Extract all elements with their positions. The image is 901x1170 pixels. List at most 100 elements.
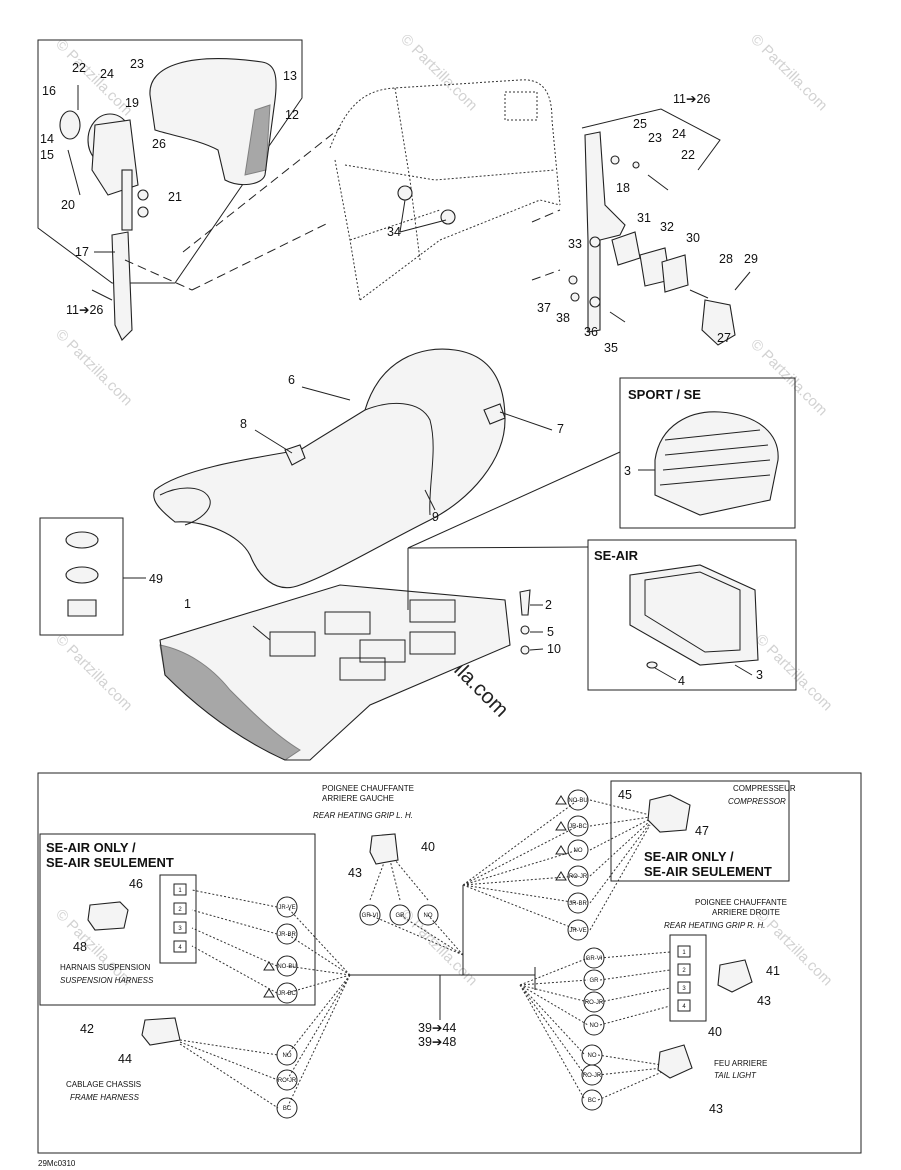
callout-33: 33 [568, 237, 582, 251]
warning-triangle-icon [555, 821, 567, 831]
bracket-assembly-right [568, 108, 751, 346]
label-grip-rh-fr1: POIGNEE CHAUFFANTE [695, 898, 787, 907]
wire-label: RO-JR [278, 1078, 297, 1084]
label-grip-lh-en: REAR HEATING GRIP L. H. [313, 811, 413, 820]
pin-label: 4 [178, 945, 182, 951]
box-sport-se [619, 377, 796, 529]
wires-tail [519, 984, 663, 1101]
warning-triangle-icon [555, 845, 567, 855]
wires-compressor [462, 799, 651, 931]
callout-31: 31 [637, 211, 651, 225]
wire-label: JR-VE [278, 905, 295, 911]
wire-label: NO [283, 1053, 292, 1059]
diagram-id: 29Mc0310 [38, 1159, 76, 1168]
wire-label: GR-VI [586, 956, 603, 962]
suspension-connector [87, 901, 129, 931]
part-49-stack [65, 531, 99, 617]
warning-triangle-icon [555, 871, 567, 881]
callouts: 1 2 3 3 4 5 6 7 8 9 10 11➔26 11➔26 12 13… [40, 57, 780, 1116]
wire-label: NO-BU [568, 798, 587, 804]
se-air-only-box-right [610, 780, 790, 882]
box-se-air [587, 539, 797, 691]
callout-27: 27 [717, 331, 731, 345]
wires-suspension [191, 889, 351, 994]
connectors [87, 794, 753, 1079]
callout-42: 42 [80, 1022, 94, 1036]
wire-label: GR [590, 978, 600, 984]
callout-20: 20 [61, 198, 75, 212]
wire-label: RO-JR [583, 1073, 602, 1079]
callout-36: 36 [584, 325, 598, 339]
warning-triangle-icon [555, 795, 567, 805]
sport-se-header: SPORT / SE [628, 387, 701, 402]
watermark: © Partzilla.com [752, 631, 835, 714]
wiring-labels: POIGNEE CHAUFFANTE ARRIERE GAUCHE REAR H… [60, 784, 796, 1102]
callout-6: 6 [288, 373, 295, 387]
wire-label: NO [424, 913, 433, 919]
wire-label: BC [588, 1098, 597, 1104]
grip-rh-connector [717, 959, 753, 993]
se-air-only-left-line1: SE-AIR ONLY / [46, 840, 136, 855]
grip-lh-connector [369, 833, 399, 865]
callout-24: 24 [672, 127, 686, 141]
watermark: © Partzilla.com [52, 631, 135, 714]
label-frame-en: FRAME HARNESS [70, 1093, 140, 1102]
pin-label: 4 [682, 1004, 686, 1010]
wire-label: GR-VI [362, 913, 379, 919]
wire-label: GR [396, 913, 406, 919]
callout-19: 19 [125, 96, 139, 110]
wire-label: NO-BU [277, 964, 296, 970]
wire-label: RO-JR [569, 874, 588, 880]
sport-se-seat-part [654, 411, 779, 516]
label-tail-fr: FEU ARRIERE [714, 1059, 767, 1068]
pin-label: 2 [682, 968, 686, 974]
bolt-part [519, 589, 531, 616]
watermark: © Partzilla.com [752, 906, 835, 989]
callout-9: 9 [432, 510, 439, 524]
se-air-header: SE-AIR [594, 548, 639, 563]
warning-triangle-icon [263, 988, 275, 998]
callout-28: 28 [719, 252, 733, 266]
callout-23: 23 [648, 131, 662, 145]
pin-label: 2 [178, 907, 182, 913]
wiring-trunk [350, 885, 536, 1020]
callout-leader [407, 451, 621, 549]
label-grip-rh-fr2: ARRIERE DROITE [712, 908, 780, 917]
label-grip-lh-fr1: POIGNEE CHAUFFANTE [322, 784, 414, 793]
callout-11-26: 11➔26 [673, 92, 710, 106]
callout-22: 22 [681, 148, 695, 162]
wire-bubbles-grip-lh: GR-VI GR NO [359, 904, 439, 926]
wires-grip-lh [369, 859, 464, 956]
warning-icons [263, 795, 567, 998]
callout-4: 4 [678, 674, 685, 688]
callout-25: 25 [633, 117, 647, 131]
callout-leader [407, 546, 589, 549]
seat-base [159, 584, 511, 761]
callout-1: 1 [184, 597, 191, 611]
rack-frame [329, 79, 561, 301]
pin-block-grip-rh: 1 2 3 4 [669, 934, 707, 1022]
callout-17: 17 [75, 245, 89, 259]
frame-connector [141, 1017, 181, 1046]
label-susp-en: SUSPENSION HARNESS [60, 976, 154, 985]
callout-2: 2 [545, 598, 552, 612]
callout-49: 49 [149, 572, 163, 586]
dash-line [191, 221, 331, 291]
wires-grip-rh [519, 951, 671, 1026]
callout-38: 38 [556, 311, 570, 325]
callout-35: 35 [604, 341, 618, 355]
seat [153, 348, 506, 589]
callout-40: 40 [421, 840, 435, 854]
backrest-assembly-left [37, 39, 303, 341]
callout-10: 10 [547, 642, 561, 656]
se-air-box-part [629, 564, 759, 666]
callout-22: 22 [72, 61, 86, 75]
label-grip-lh-fr2: ARRIERE GAUCHE [322, 794, 394, 803]
wire-label: JR-VE [569, 928, 586, 934]
callout-3: 3 [756, 668, 763, 682]
compressor-connector [647, 794, 691, 833]
callout-13: 13 [283, 69, 297, 83]
wires-frame [179, 974, 351, 1109]
label-compressor-en: COMPRESSOR [728, 797, 786, 806]
